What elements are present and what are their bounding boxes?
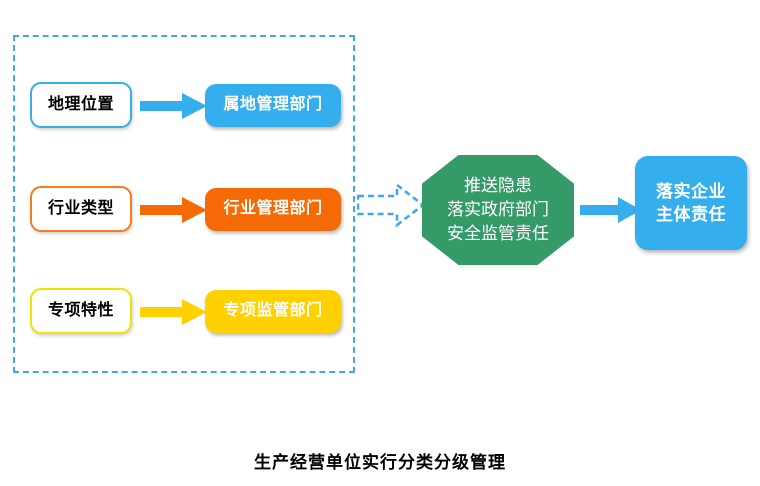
target-node-special-department[interactable]: 专项监管部门 — [205, 290, 341, 333]
classification-group-container — [13, 35, 355, 373]
arrow-location-to-department — [140, 92, 208, 120]
arrow-hub-to-outcome — [580, 196, 642, 224]
arrow-special-to-department — [140, 298, 208, 326]
diagram-caption: 生产经营单位实行分类分级管理 — [254, 453, 506, 472]
source-node-location[interactable]: 地理位置 — [30, 82, 132, 128]
arrow-industry-to-department — [140, 196, 208, 224]
target-node-industry-department[interactable]: 行业管理部门 — [205, 188, 341, 231]
outcome-node-enterprise-duty[interactable]: 落实企业 主体责任 — [635, 156, 747, 250]
target-node-local-department[interactable]: 属地管理部门 — [205, 84, 341, 127]
arrow-group-to-hub — [356, 182, 426, 228]
source-node-industry[interactable]: 行业类型 — [30, 186, 132, 232]
source-node-special[interactable]: 专项特性 — [30, 288, 132, 334]
hub-octagon-government-duty[interactable]: 推送隐患 落实政府部门 安全监管责任 — [422, 155, 574, 265]
